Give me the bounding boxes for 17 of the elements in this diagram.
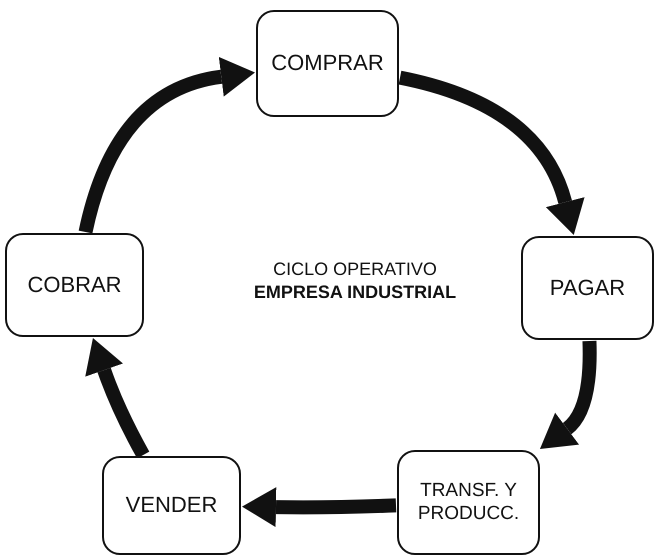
- box-label: PAGAR: [550, 274, 626, 302]
- process-box: [397, 450, 540, 555]
- box-label: VENDER: [126, 492, 218, 519]
- curved-arrow: [78, 57, 255, 234]
- curved-arrow: [85, 338, 150, 458]
- process-box: [256, 10, 399, 117]
- box-label: COMPRAR: [271, 50, 384, 77]
- curved-arrow: [542, 340, 597, 451]
- box-label: TRANSF. Y PRODUCC.: [416, 480, 520, 526]
- process-box: [521, 236, 654, 340]
- curved-arrow: [398, 70, 584, 234]
- box-label: COBRAR: [27, 272, 122, 298]
- center-label: CICLO OPERATIVO: [273, 258, 437, 281]
- process-box: [102, 456, 241, 555]
- center-label: EMPRESA INDUSTRIAL: [254, 281, 456, 304]
- curved-arrow: [242, 487, 396, 528]
- process-box: [5, 233, 144, 337]
